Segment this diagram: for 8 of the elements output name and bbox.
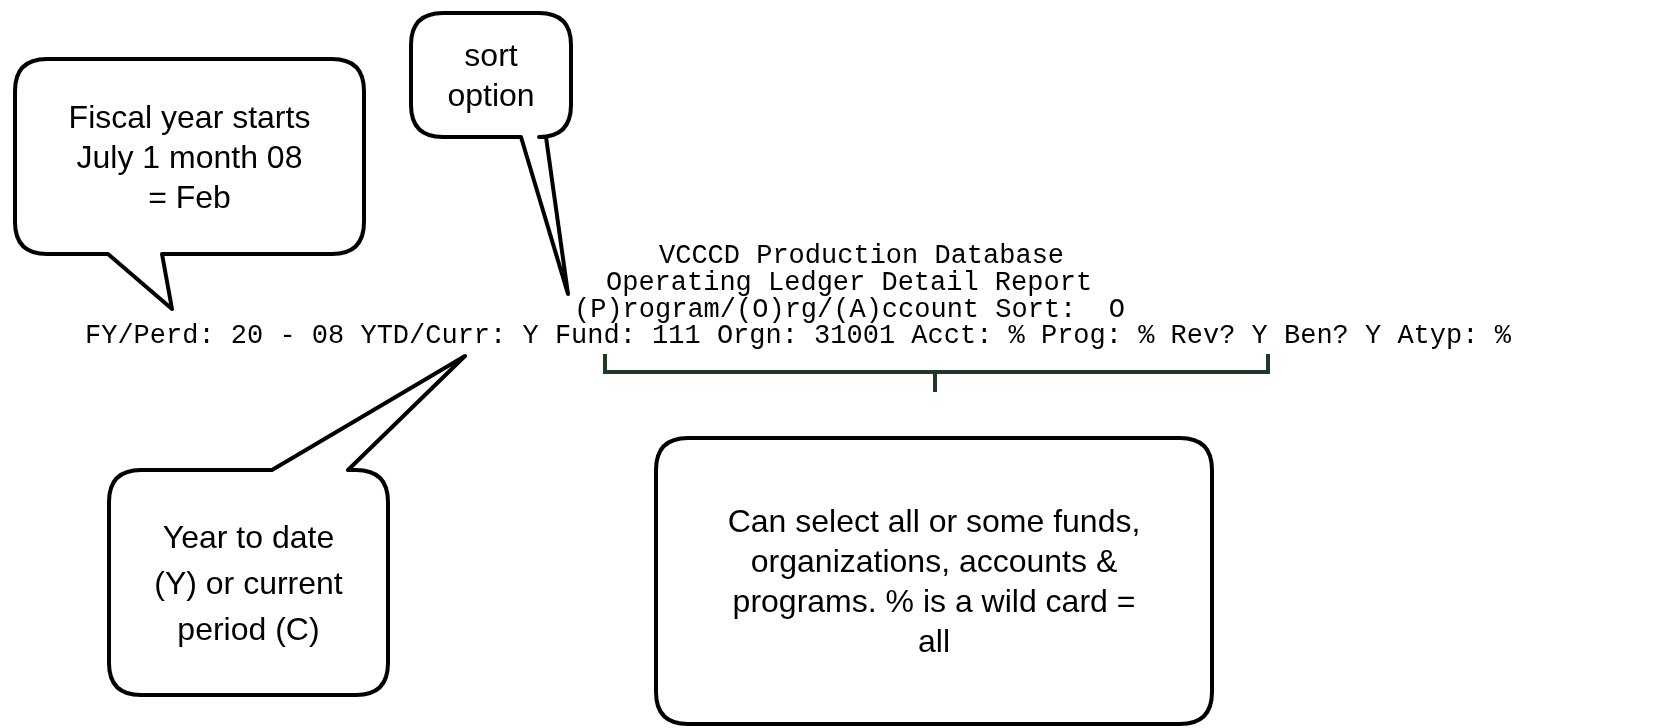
callout-text: sort option bbox=[446, 36, 536, 115]
callout-text: Year to date (Y) or current period (C) bbox=[153, 517, 344, 649]
callout-text: Can select all or some funds, organizations, accounts & programs. % is a wild card = all bbox=[726, 502, 1142, 661]
report-line: FY/Perd: 20 - 08 YTD/Curr: Y Fund: 111 Orgn: 31001 Acct: % Prog: % Rev? Y Ben? Y Atyp: % bbox=[85, 323, 1511, 349]
report-heading: Operating Ledger Detail Report bbox=[606, 270, 1093, 296]
callout-text: Fiscal year starts July 1 month 08 = Feb bbox=[67, 98, 312, 217]
report-heading: VCCCD Production Database bbox=[659, 243, 1065, 269]
report-line: (P)rogram/(O)rg/(A)ccount Sort: O bbox=[574, 297, 1125, 323]
